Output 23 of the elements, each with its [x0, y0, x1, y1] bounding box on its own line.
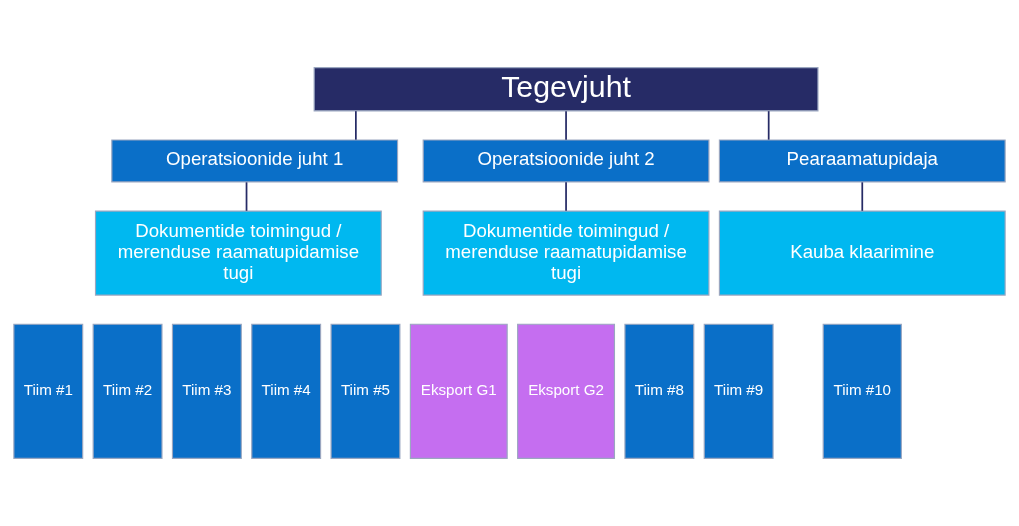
connector — [861, 181, 864, 212]
node-box: Tiim #3 — [171, 323, 242, 459]
node-box: Kauba klaarimine — [718, 210, 1006, 296]
connector — [767, 110, 770, 141]
node-box: Tiim #4 — [251, 323, 322, 459]
node-box: Eksport G1 — [409, 323, 508, 459]
connector — [565, 110, 567, 141]
node-box: Tiim #8 — [624, 323, 695, 459]
connector — [245, 181, 248, 212]
node-box: Tegevjuht — [313, 67, 819, 112]
node-box: Dokumentide toimingud / merenduse raamatupidamise tugi — [94, 210, 382, 296]
node-box: Eksport G2 — [517, 323, 616, 459]
connector — [565, 181, 567, 212]
node-box: Tiim #9 — [703, 323, 774, 459]
node-box: Tiim #2 — [92, 323, 163, 459]
node-box: Tiim #10 — [822, 323, 902, 459]
node-box: Dokumentide toimingud / merenduse raamatupidamise tugi — [422, 210, 710, 296]
node-box: Operatsioonide juht 1 — [111, 139, 399, 183]
connector — [355, 110, 357, 141]
node-box: Operatsioonide juht 2 — [422, 139, 710, 183]
node-box: Tiim #5 — [330, 323, 401, 459]
node-box: Pearaamatupidaja — [718, 139, 1006, 183]
node-box: Tiim #1 — [13, 323, 84, 459]
